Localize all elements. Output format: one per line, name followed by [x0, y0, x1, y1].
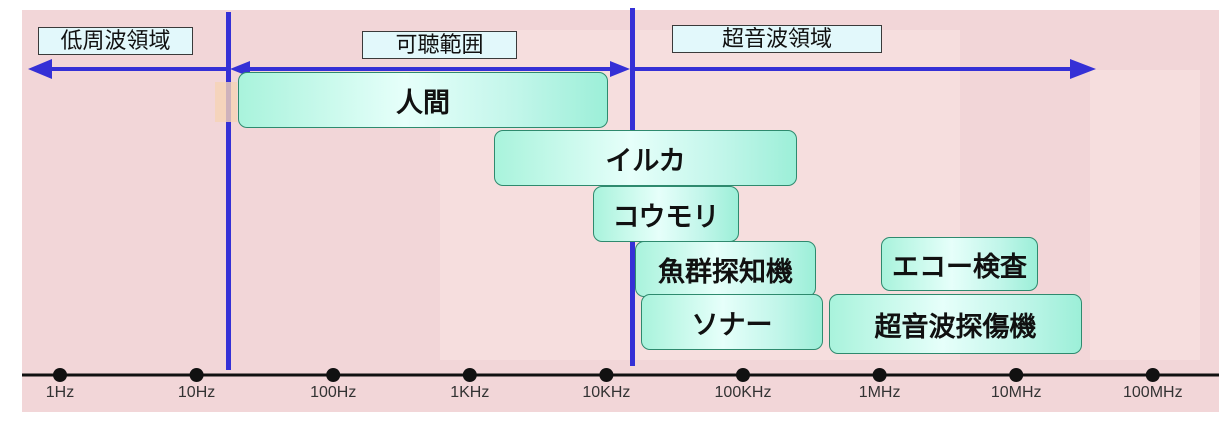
axis-tick-dot	[1145, 368, 1160, 382]
region-label-low-frequency: 低周波領域	[38, 27, 193, 55]
band-dolphin: イルカ	[494, 130, 797, 186]
band-echo-exam: エコー検査	[881, 237, 1038, 291]
axis-tick-label: 1KHz	[450, 384, 490, 401]
band-bat: コウモリ	[593, 186, 739, 242]
axis-tick-dot	[326, 368, 341, 382]
band-dolphin-label: イルカ	[605, 145, 686, 177]
ultrasonic-arrow-head	[1070, 59, 1096, 79]
band-ultrasonic-flaw-detector: 超音波探傷機	[829, 294, 1082, 354]
region-label-ultrasonic: 超音波領域	[672, 25, 882, 53]
axis-tick-label: 100MHz	[1123, 384, 1183, 401]
axis-tick-dot	[736, 368, 750, 382]
band-sonar: ソナー	[641, 294, 823, 350]
band-fish-finder: 魚群探知機	[635, 241, 816, 297]
boundary-line-20hz	[226, 12, 231, 370]
axis-tick-marks	[53, 368, 1160, 382]
axis-tick-dot	[599, 368, 614, 382]
axis-tick-dot	[53, 368, 67, 382]
axis-tick-label: 1MHz	[858, 384, 901, 401]
band-echo-exam-label: エコー検査	[892, 251, 1027, 283]
marker	[215, 82, 237, 122]
band-ultrasonic-flaw-detector-label: 超音波探傷機	[874, 311, 1037, 343]
axis-tick-dot	[1009, 368, 1024, 382]
band-sonar-label: ソナー	[691, 309, 773, 341]
axis-tick-dot	[872, 368, 887, 382]
band-human-label: 人間	[396, 87, 450, 119]
band-bat-label: コウモリ	[612, 201, 720, 233]
axis-tick-label: 1Hz	[45, 384, 75, 401]
band-human: 人間	[238, 72, 608, 128]
axis-tick-label: 100Hz	[310, 384, 357, 401]
region-label-audible-range: 可聴範囲	[362, 31, 517, 59]
background-shade	[1090, 70, 1200, 360]
audible-arrow-head-right	[610, 61, 630, 77]
low-frequency-arrow-head	[28, 59, 52, 79]
axis-tick-label: 10KHz	[582, 384, 631, 401]
axis-tick-label: 10MHz	[990, 384, 1042, 401]
axis-tick-label: 10Hz	[177, 384, 216, 401]
axis-tick-dot	[462, 368, 477, 382]
band-fish-finder-label: 魚群探知機	[658, 256, 793, 288]
axis-tick-label: 100KHz	[714, 384, 772, 401]
axis-tick-dot	[189, 368, 204, 382]
